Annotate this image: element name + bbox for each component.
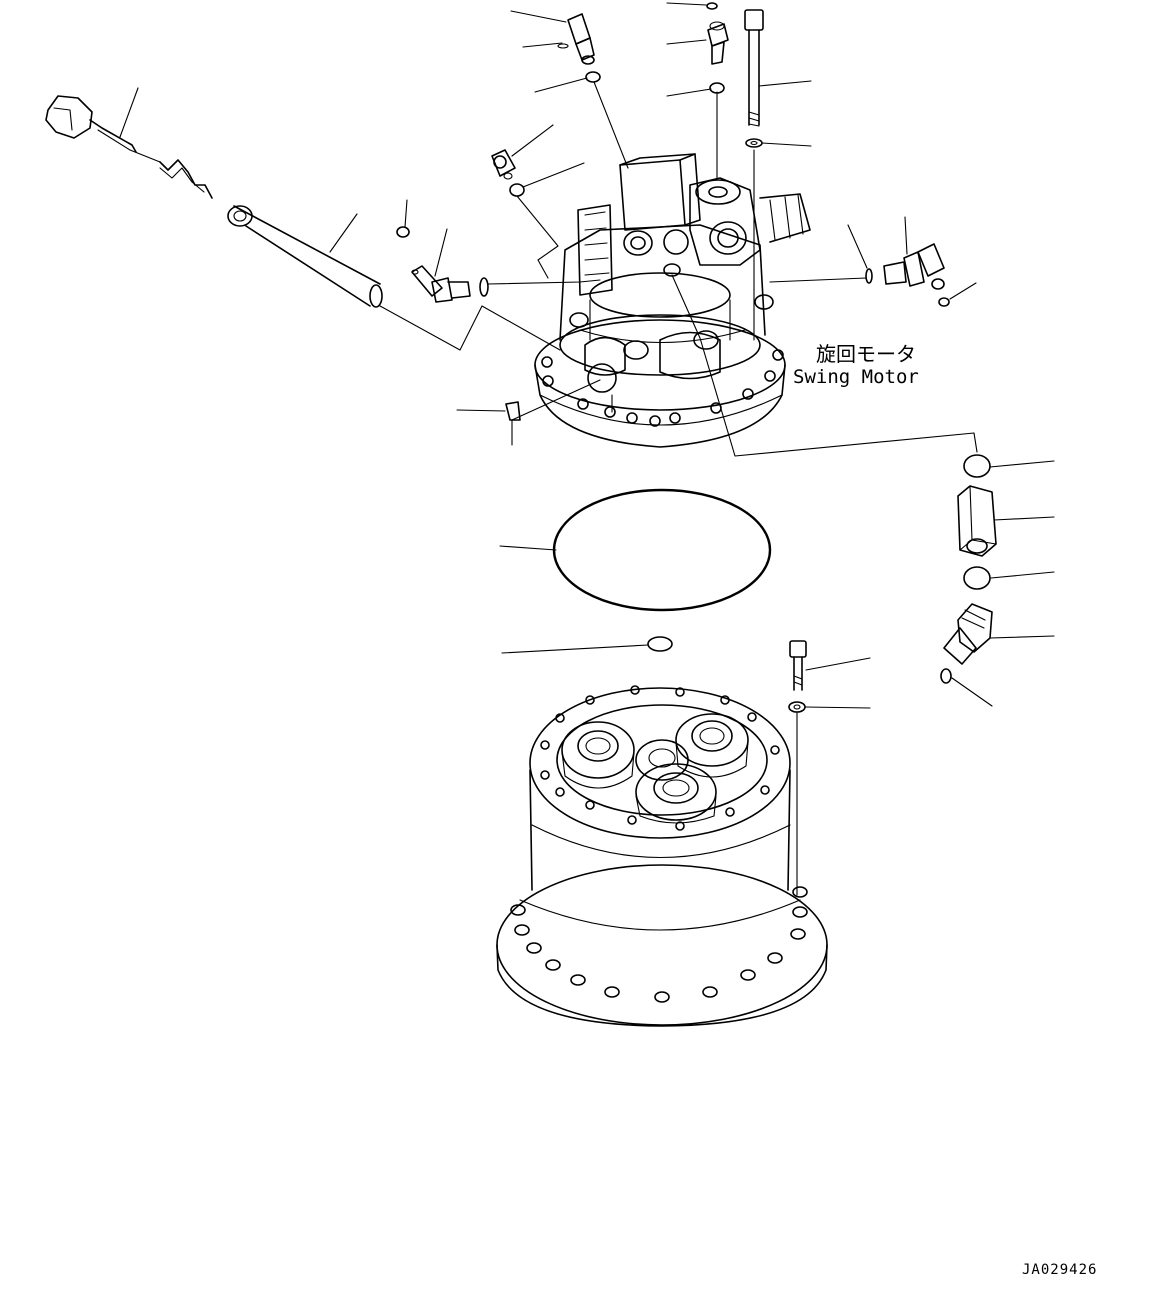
assembly-lines — [379, 81, 978, 896]
title-english: Swing Motor — [793, 366, 919, 388]
housing-bolt-holes — [510, 886, 808, 1003]
elbow-fitting-left — [411, 265, 489, 303]
rim-bolt-holes — [540, 685, 780, 831]
swing-motor-assembly — [534, 153, 811, 448]
gauge-tube — [227, 205, 383, 308]
small-o-ring — [647, 636, 673, 652]
level-gauge — [45, 95, 213, 199]
drawing-code: JA029426 — [1022, 1262, 1098, 1278]
callout-leaders — [119, 2, 1055, 709]
small-plug — [505, 401, 521, 421]
top-elbow-fitting-left — [557, 13, 595, 65]
bolt-and-washer — [788, 640, 807, 713]
planet-gears — [561, 713, 749, 824]
relief-parts-right — [940, 454, 997, 684]
union-fitting-left — [491, 149, 516, 180]
top-elbow-fitting-right — [706, 2, 729, 65]
elbow-fitting-right — [865, 243, 945, 290]
title-japanese: 旋回モータ — [816, 342, 916, 366]
flange-bolt-holes — [541, 349, 784, 427]
reduction-gear-housing — [496, 685, 828, 1027]
large-o-ring — [552, 488, 772, 612]
long-bolt — [744, 9, 764, 148]
